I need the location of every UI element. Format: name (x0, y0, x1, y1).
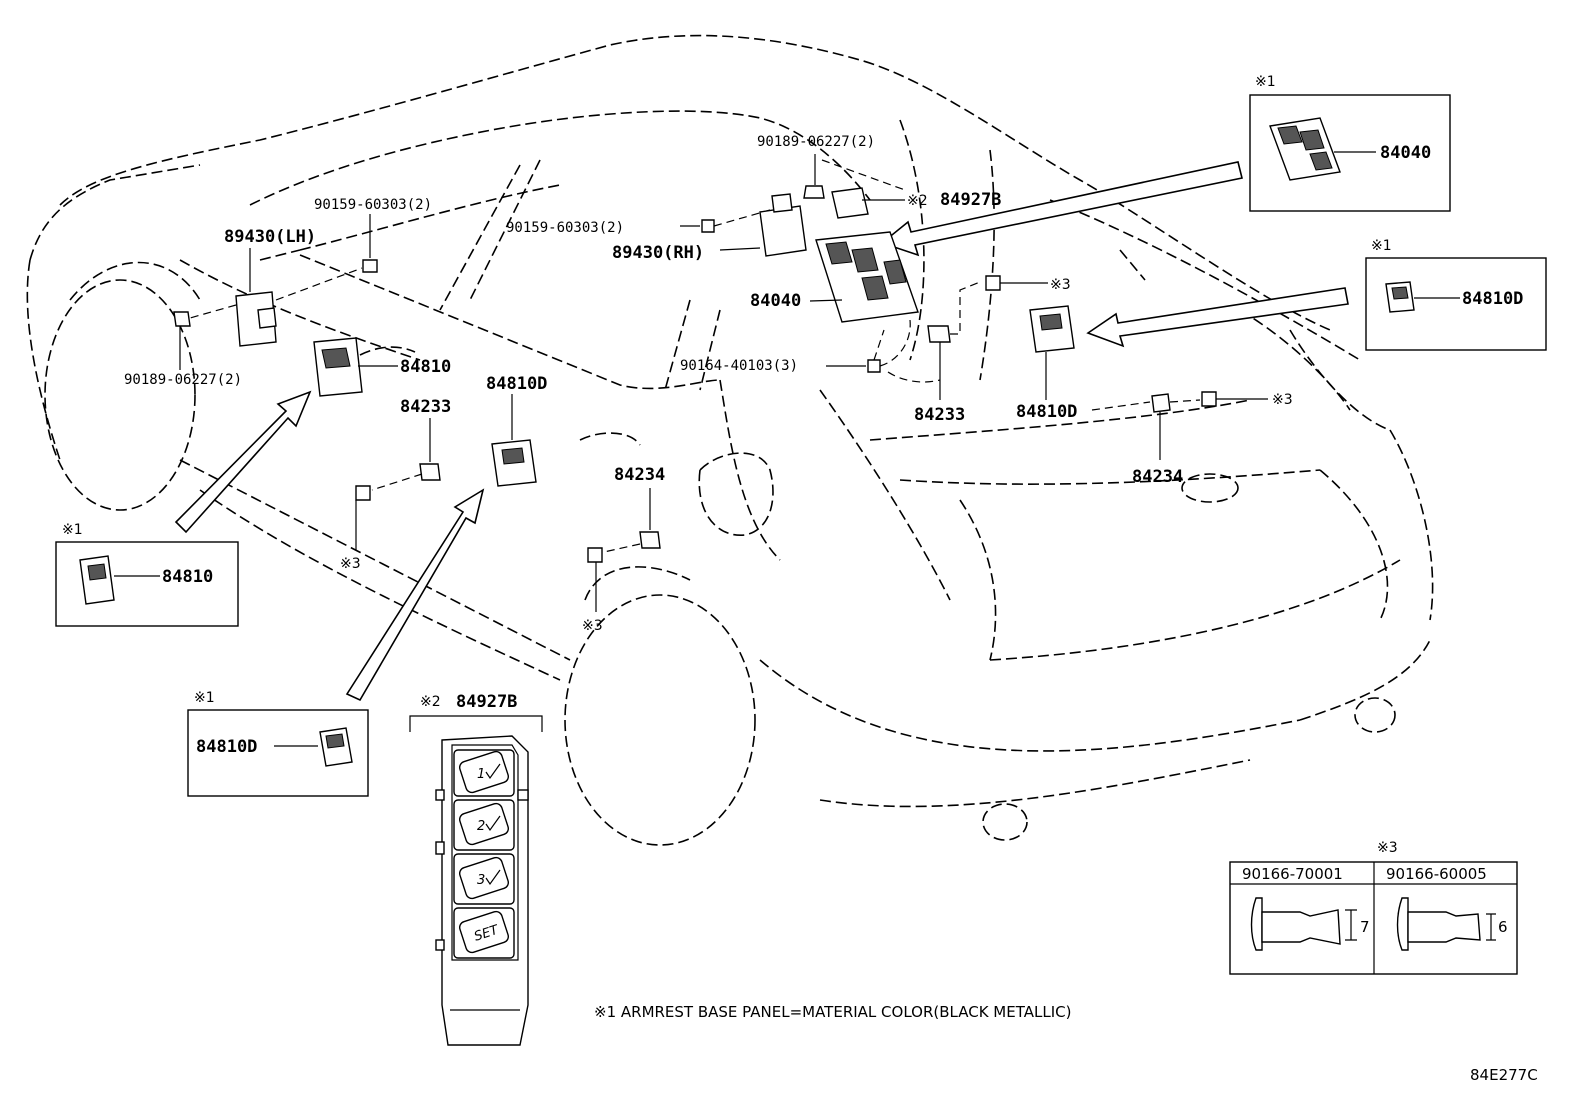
module-89430-lh (235, 291, 277, 347)
clip-dim-6: 6 (1498, 918, 1508, 936)
label-90159-rh: 90159-60303(2) (506, 220, 624, 236)
mark-k1-84810d-right: ※1 (1371, 238, 1392, 254)
mark-k2-top: ※2 (907, 193, 928, 209)
mark-k3-rh-top: ※3 (1050, 277, 1071, 293)
memory-button-set[interactable]: SET (453, 907, 515, 959)
car-outline (26, 34, 1434, 846)
clip-table-header-2: 90166-60005 (1386, 865, 1487, 883)
indicator-arrows (174, 161, 1349, 702)
label-84927b-top: 84927B (940, 190, 1001, 210)
clip-table: ※3 90166-70001 90166-60005 7 6 (1229, 840, 1518, 975)
screw-90159-rh (701, 219, 715, 233)
label-90189-top: 90189-06227(2) (757, 134, 875, 150)
cluster-89430-lh: 90159-60303(2) 89430(LH) 90189-06227(2) … (124, 197, 665, 634)
label-90164: 90164-40103(3) (680, 358, 798, 374)
clip-90166-60005 (1396, 897, 1409, 951)
clip-84233-lh (419, 463, 441, 481)
cluster-89430-rh: 90189-06227(2) ※2 84927B 90159-60303(2) … (506, 134, 1293, 487)
mark-k2-detail: ※2 (420, 694, 441, 710)
inset-label-84810d-bottom: 84810D (196, 737, 257, 757)
arrow-to-84040 (880, 161, 1243, 257)
switch-84927b-small (831, 187, 869, 219)
screw-90164 (867, 359, 881, 373)
label-90159-lh: 90159-60303(2) (314, 197, 432, 213)
inset-84810d-right: ※1 84810D (1365, 238, 1547, 351)
clip-90189-lh (173, 311, 191, 327)
inset-label-84810-left: 84810 (162, 567, 213, 587)
label-84810d-mid: 84810D (486, 374, 547, 394)
label-84810-main: 84810 (400, 357, 451, 377)
drawing-code: 84E277C (1470, 1066, 1538, 1084)
inset-label-84810d-right: 84810D (1462, 289, 1523, 309)
clip-90166-70001 (1250, 897, 1263, 951)
memory-button-1-label: 1 (477, 767, 485, 782)
mark-k3-mid: ※3 (582, 618, 603, 634)
label-84233-rh: 84233 (914, 405, 965, 425)
arrow-to-84810d-rear (1086, 287, 1349, 348)
memory-button-3[interactable]: 3 (453, 853, 515, 905)
memory-button-3-label: 3 (477, 873, 485, 888)
mark-k1-84810-left: ※1 (62, 522, 83, 538)
mark-k1-84810d-bottom: ※1 (194, 690, 215, 706)
clip-dim-7: 7 (1360, 918, 1370, 936)
clip-table-header-1: 90166-70001 (1242, 865, 1343, 883)
footnote: ※1 ARMREST BASE PANEL=MATERIAL COLOR(BLA… (594, 1003, 1071, 1021)
label-89430-rh: 89430(RH) (612, 243, 704, 263)
screw-k3-rh-top (985, 275, 1001, 291)
arrow-to-84810-left (174, 390, 312, 534)
inset-84040: ※1 84040 (1249, 74, 1451, 212)
label-84234-rh: 84234 (1132, 467, 1183, 487)
mark-k1-84040: ※1 (1255, 74, 1276, 90)
label-84234-mid: 84234 (614, 465, 665, 485)
label-84810d-rear: 84810D (1016, 402, 1077, 422)
label-90189-lh: 90189-06227(2) (124, 372, 242, 388)
memory-button-1[interactable]: 1 (453, 749, 515, 797)
memory-button-2-label: 2 (477, 819, 485, 834)
arrow-to-84810d-mid (345, 488, 485, 702)
label-89430-lh: 89430(LH) (224, 227, 316, 247)
inset-84810-left: ※1 84810 (55, 522, 239, 627)
memory-button-set-label: SET (472, 923, 501, 945)
memory-button-2[interactable]: 2 (453, 799, 515, 851)
clip-84234-mid (639, 531, 661, 549)
detail-84927b: ※2 84927B 1 2 3 SET (409, 692, 543, 1046)
label-84040-main: 84040 (750, 291, 801, 311)
screw-k3-lh (355, 485, 371, 501)
inset-label-84040: 84040 (1380, 143, 1431, 163)
clip-84233-rh (927, 325, 951, 343)
screw-k3-mid (587, 547, 603, 563)
mark-k3-rh-bottom: ※3 (1272, 392, 1293, 408)
label-84233-lh: 84233 (400, 397, 451, 417)
screw-90159-lh (362, 259, 378, 273)
inset-84810d-bottom: ※1 84810D (187, 690, 369, 797)
clip-90189-rh (803, 185, 825, 199)
mark-k3-table: ※3 (1377, 840, 1398, 856)
label-84927b-detail: 84927B (456, 692, 517, 712)
module-89430-rh (759, 205, 807, 257)
mark-k3-lh: ※3 (340, 556, 361, 572)
screw-k3-rh-bottom (1201, 391, 1217, 407)
clip-84234-rh (1151, 393, 1171, 413)
